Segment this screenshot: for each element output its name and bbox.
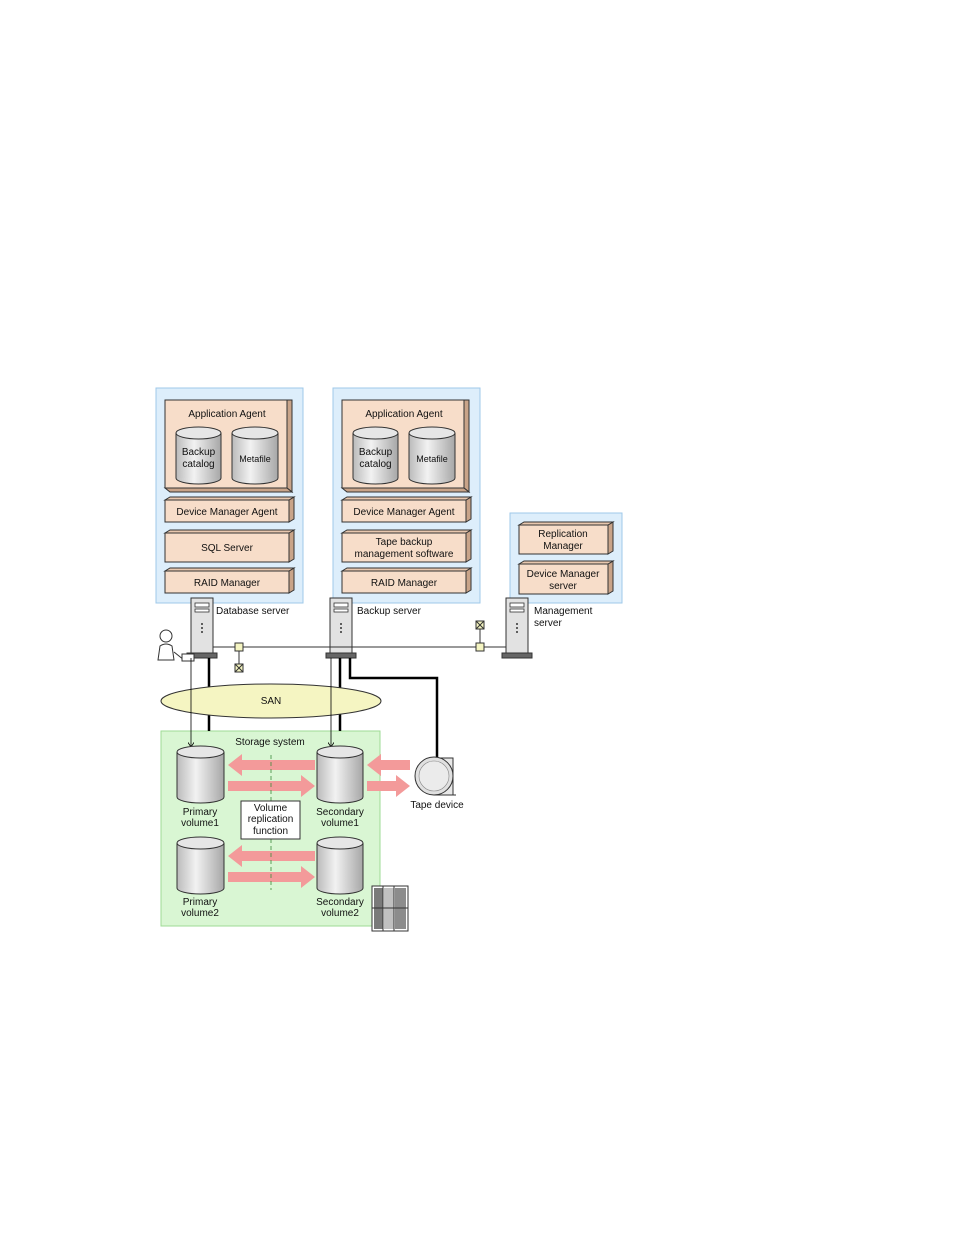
database-server-label: Database server (216, 606, 290, 617)
database-server-group: Application Agent Backup catalog Metafil… (156, 388, 303, 603)
db-raid-manager-label: RAID Manager (194, 578, 261, 589)
bk-device-manager-agent-label: Device Manager Agent (353, 507, 454, 518)
secondary-volume1-label: Secondary (316, 807, 364, 818)
bk-device-manager-agent-box: Device Manager Agent (342, 497, 471, 522)
primary-volume1: Primary volume1 (177, 746, 224, 829)
secondary-volume2-label: Secondary (316, 897, 364, 908)
lan-line (213, 621, 506, 672)
backup-server-label: Backup server (357, 606, 422, 617)
bk-backup-catalog-label: Backup (359, 447, 393, 458)
backup-server-tower (326, 598, 356, 658)
secondary-volume2: Secondary volume2 (316, 837, 364, 919)
replication-manager-label: Replication (538, 529, 587, 540)
storage-cabinet-icon (372, 886, 408, 931)
device-manager-server-label: Device Manager (527, 569, 600, 580)
bk-tape-backup-label: Tape backup (376, 537, 433, 548)
primary-volume2-label: Primary (183, 897, 217, 908)
secondary-volume2-label-2: volume2 (321, 908, 359, 919)
secondary-volume1-label-2: volume1 (321, 818, 359, 829)
volume-replication-function-box: Volume replication function (241, 801, 300, 839)
device-manager-server-box: Device Manager server (519, 561, 613, 594)
db-sql-server-box: SQL Server (165, 530, 294, 562)
db-backup-catalog-label-2: catalog (182, 459, 214, 470)
replication-manager-box: Replication Manager (519, 522, 613, 554)
db-metafile-cylinder: Metafile (232, 427, 278, 484)
management-server-group: Replication Manager Device Manager serve… (510, 513, 622, 603)
primary-volume1-label-2: volume1 (181, 818, 219, 829)
db-device-manager-agent-box: Device Manager Agent (165, 497, 294, 522)
db-metafile-label: Metafile (239, 454, 271, 464)
bk-metafile-cylinder: Metafile (409, 427, 455, 484)
bk-backup-catalog-label-2: catalog (359, 459, 391, 470)
database-server-tower (187, 598, 217, 658)
backup-server-group: Application Agent Backup catalog Metafil… (333, 388, 480, 603)
db-backup-catalog-label: Backup (182, 447, 216, 458)
bk-app-agent-label: Application Agent (365, 409, 443, 420)
bk-raid-manager-label: RAID Manager (371, 578, 438, 589)
primary-volume1-label: Primary (183, 807, 217, 818)
primary-volume2-label-2: volume2 (181, 908, 219, 919)
tape-device-label: Tape device (410, 800, 464, 811)
replication-manager-label-2: Manager (543, 541, 583, 552)
san-ellipse: SAN (161, 684, 381, 718)
bk-backup-catalog-cylinder: Backup catalog (353, 427, 398, 484)
replication-label-2: replication (248, 814, 294, 825)
management-server-tower (502, 598, 532, 658)
tape-device-icon (415, 757, 456, 795)
secondary-volume1: Secondary volume1 (316, 746, 364, 829)
bk-tape-backup-label-2: management software (355, 549, 454, 560)
replication-label-1: Volume (254, 803, 288, 814)
replication-label-3: function (253, 826, 288, 837)
primary-volume2: Primary volume2 (177, 837, 224, 919)
db-device-manager-agent-label: Device Manager Agent (176, 507, 277, 518)
storage-system-title: Storage system (235, 737, 304, 748)
device-manager-server-label-2: server (549, 581, 577, 592)
db-raid-manager-box: RAID Manager (165, 568, 294, 593)
management-server-label-2: server (534, 618, 562, 629)
san-label: SAN (261, 696, 282, 707)
management-server-label: Management (534, 606, 593, 617)
bk-tape-backup-software-box: Tape backup management software (342, 530, 471, 562)
db-backup-catalog-cylinder: Backup catalog (176, 427, 221, 484)
db-sql-server-label: SQL Server (201, 543, 254, 554)
bk-raid-manager-box: RAID Manager (342, 568, 471, 593)
db-app-agent-label: Application Agent (188, 409, 266, 420)
user-icon (158, 630, 194, 661)
bk-metafile-label: Metafile (416, 454, 448, 464)
